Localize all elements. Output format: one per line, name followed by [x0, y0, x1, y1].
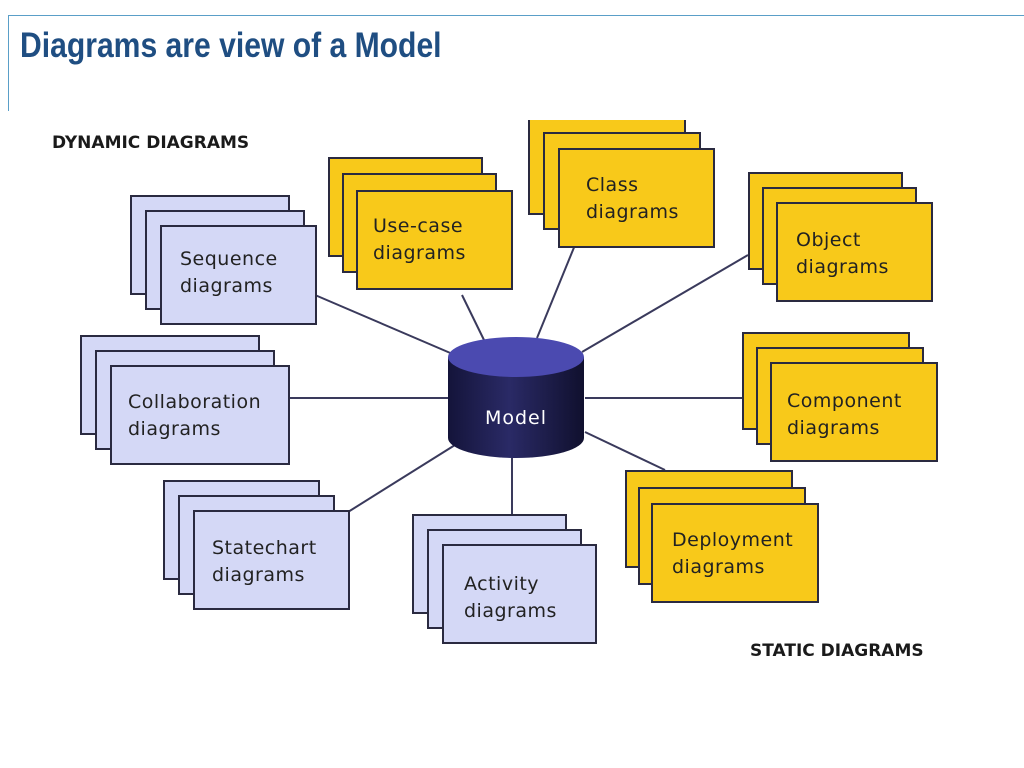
card-front: [356, 190, 513, 290]
card-front: [193, 510, 350, 610]
title-frame: [8, 15, 1024, 111]
card-front: [776, 202, 933, 302]
model-label: Model: [484, 407, 548, 429]
connector-deployment: [584, 431, 666, 471]
card-front: [110, 365, 290, 465]
card-front: [558, 148, 715, 248]
page-title: Diagrams are view of a Model: [20, 26, 442, 65]
card-front: [160, 225, 317, 325]
dynamic-diagrams-label: DYNAMIC DIAGRAMS: [52, 133, 250, 153]
connector-object: [581, 254, 749, 353]
static-diagrams-label: STATIC DIAGRAMS: [750, 641, 924, 661]
connector-usecase: [461, 294, 485, 341]
connector-class: [536, 244, 576, 339]
card-front: [770, 362, 938, 462]
card-front: [442, 544, 597, 644]
connector-sequence: [314, 294, 456, 356]
card-front: [651, 503, 819, 603]
model-cylinder-icon: [448, 337, 584, 458]
connector-statechart: [347, 444, 456, 513]
